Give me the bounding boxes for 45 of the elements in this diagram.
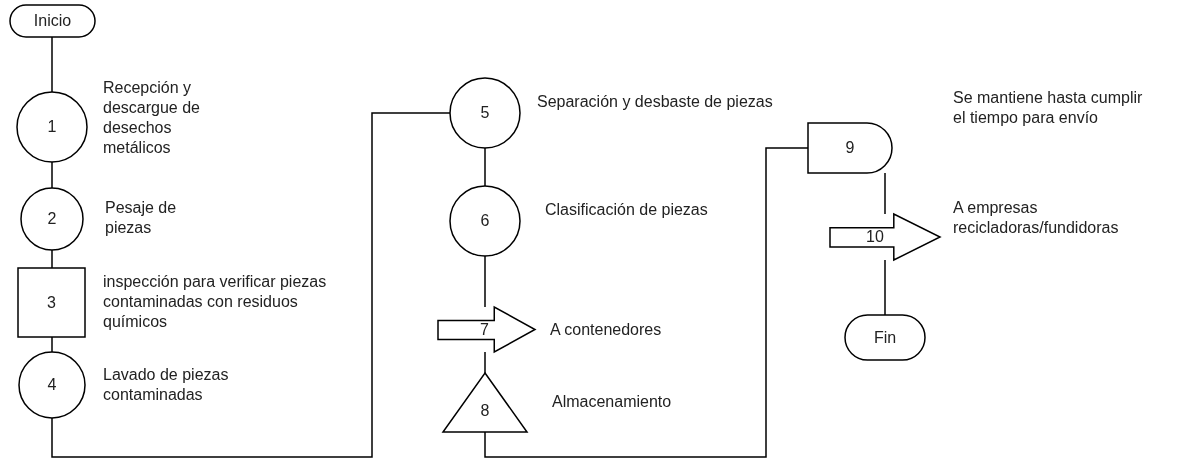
step-number: 5	[480, 104, 490, 122]
step-number: 3	[47, 293, 56, 312]
step-description: Almacenamiento	[552, 392, 673, 412]
connector-line	[51, 249, 53, 269]
operation-circle	[450, 78, 520, 148]
step-description: Pesaje de piezas	[105, 198, 178, 238]
step-description: Clasificación de piezas	[545, 200, 709, 220]
connector-line	[484, 147, 809, 458]
step-description: A contenedores	[550, 320, 663, 340]
step-description: A empresas recicladoras/fundidoras	[953, 198, 1120, 238]
terminal-label: Fin	[873, 328, 897, 347]
connector-line	[51, 36, 53, 93]
operation-circle	[17, 92, 87, 162]
step-description: inspección para verificar piezas contaminadas con residuos químicos	[103, 272, 328, 332]
terminal-shape	[10, 5, 95, 37]
connector-line	[51, 112, 451, 458]
transport-arrow	[438, 307, 535, 352]
operation-circle	[19, 352, 85, 418]
step-number: 6	[480, 212, 490, 230]
storage-triangle	[443, 373, 527, 432]
step-description: Lavado de piezas contaminadas	[103, 365, 230, 405]
delay-shape	[808, 123, 892, 173]
transport-arrow	[830, 214, 940, 260]
terminal-label: Inicio	[33, 12, 72, 30]
connector-line	[884, 259, 886, 316]
connector-line	[484, 351, 486, 374]
connector-line	[484, 147, 486, 187]
connector-line	[884, 172, 886, 215]
step-description: Recepción y descargue de desechos metálicos	[103, 78, 201, 158]
step-number: 7	[480, 320, 489, 339]
step-number: 8	[480, 401, 490, 420]
connector-line	[51, 336, 53, 353]
operation-circle	[450, 186, 520, 256]
connector-line	[51, 161, 53, 189]
step-number: 10	[866, 228, 884, 246]
connector-line	[484, 255, 486, 308]
step-number: 2	[47, 210, 57, 228]
inspection-square	[18, 268, 85, 337]
step-description: Se mantiene hasta cumplir el tiempo para envío	[953, 88, 1144, 128]
operation-circle	[21, 188, 83, 250]
terminal-shape	[845, 315, 925, 360]
step-description: Separación y desbaste de piezas	[537, 92, 774, 112]
step-number: 9	[845, 139, 855, 157]
step-number: 4	[47, 376, 57, 394]
step-number: 1	[47, 118, 57, 136]
